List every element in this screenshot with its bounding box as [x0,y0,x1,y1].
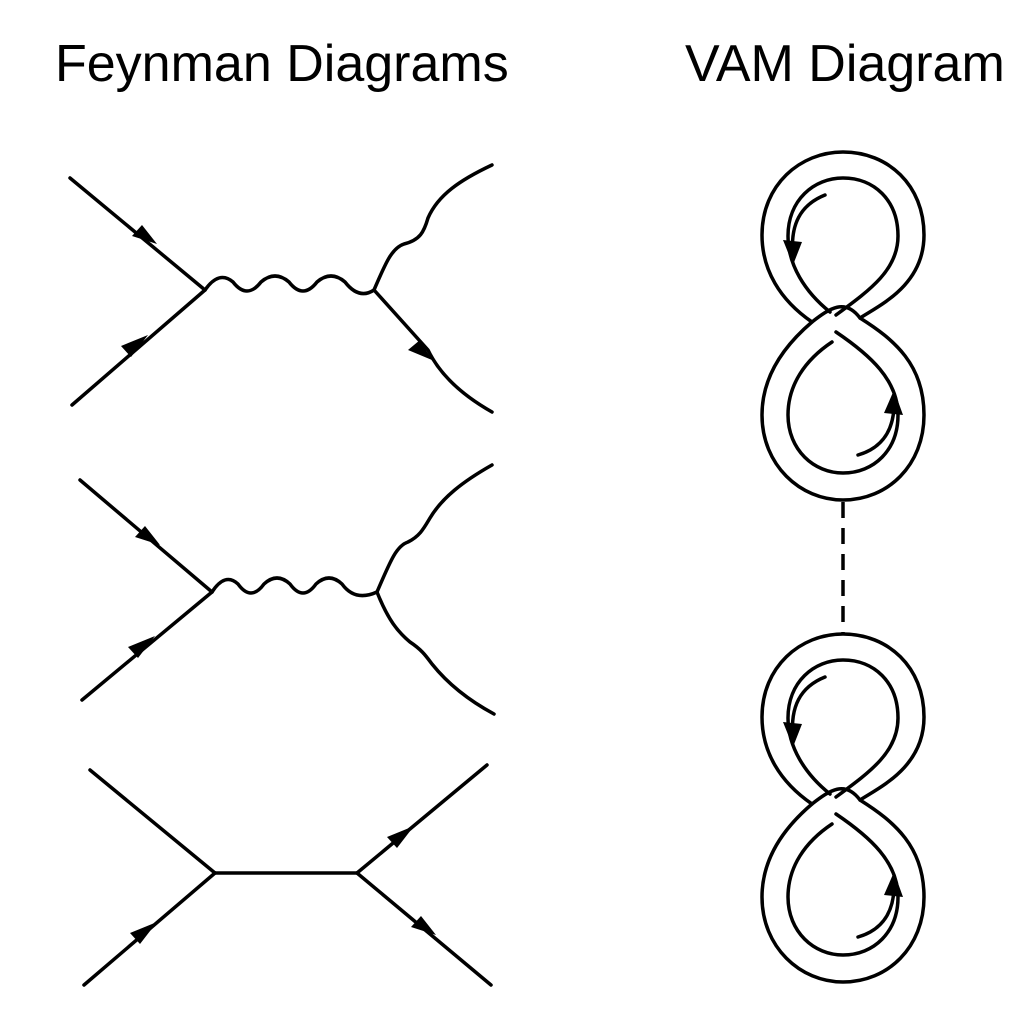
arrow-marker [121,335,148,357]
vortex-knot-lower [760,632,926,984]
photon-propagator [203,274,376,296]
incoming-fermion-line [70,288,207,407]
arrow-marker [408,340,432,360]
arrow-marker [783,240,802,265]
feynman-diagram-3 [82,763,493,987]
feynman-diagram-2 [78,463,496,716]
outgoing-wavy-line [375,590,496,716]
outgoing-wavy-line [375,463,494,594]
vortex-outline-inner [786,176,900,317]
arrow-marker [128,636,155,658]
arrow-marker [135,526,160,545]
arrow-marker [132,225,157,244]
photon-propagator [210,576,379,598]
arrow-marker [783,722,802,747]
arrow-marker [387,826,414,848]
arrow-marker [884,872,903,897]
vortex-outline-outer [760,632,926,984]
outgoing-fermion-line [372,288,494,414]
vortex-outline-inner [786,812,900,957]
feynman-diagrams-title: Feynman Diagrams [55,35,509,93]
vortex-crossing [810,305,862,324]
vam-diagram-title: VAM Diagram [685,35,1005,93]
feynman-diagram-1 [68,163,494,414]
arrow-marker [411,916,436,935]
incoming-line [88,768,217,875]
vortex-knot-upper [760,150,926,502]
vortex-outline-inner [786,330,900,475]
arrow-marker [884,390,903,415]
vortex-crossing [810,787,862,806]
outgoing-wavy-line [372,163,494,292]
outgoing-fermion-line [355,763,489,875]
arrow-marker [130,922,157,944]
vortex-outline-inner [786,658,900,799]
vortex-outline-outer [760,150,926,502]
